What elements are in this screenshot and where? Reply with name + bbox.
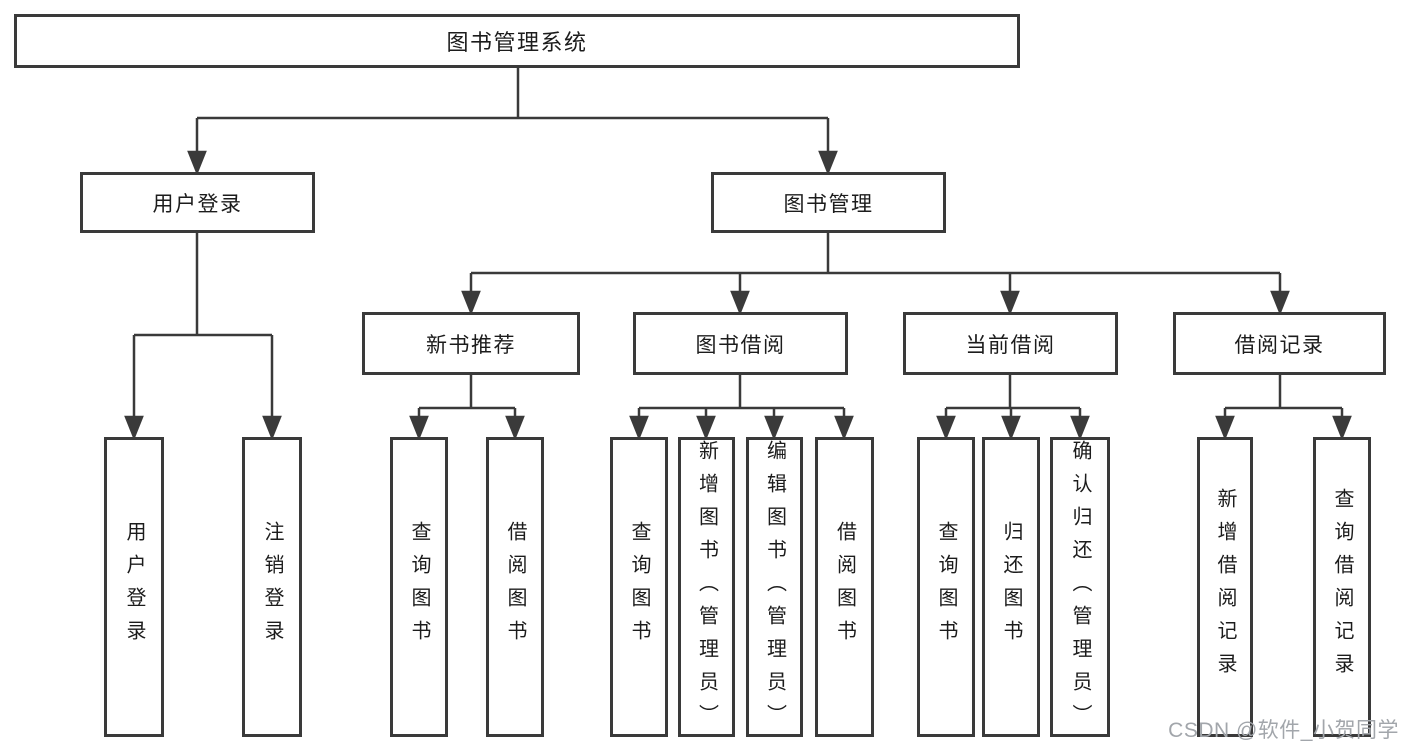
leaf-borrow-book: 借阅图书 [815,437,874,737]
node-current-borrow: 当前借阅 [903,312,1118,375]
node-label: 图书管理 [783,192,874,216]
leaf-recommend-query-book: 查询图书 [390,437,448,737]
node-label: 确认归还（管理员） [1069,440,1091,737]
node-label: 查询图书 [628,521,650,653]
node-label: 当前借阅 [965,333,1056,357]
leaf-confirm-return-admin: 确认归还（管理员） [1050,437,1110,737]
node-label: 注销登录 [261,521,283,653]
node-label: 图书管理系统 [446,30,588,55]
leaf-logout: 注销登录 [242,437,302,737]
watermark: CSDN @软件_小贺同学 [1168,719,1399,742]
node-book-borrow: 图书借阅 [633,312,848,375]
node-label: 新增借阅记录 [1214,488,1236,686]
node-label: 查询借阅记录 [1331,488,1353,686]
node-new-book-recommend: 新书推荐 [362,312,580,375]
node-label: 用户登录 [123,521,145,653]
node-label: 借阅图书 [833,521,856,653]
node-label: 新增图书（管理员） [695,440,718,737]
leaf-add-borrow-record: 新增借阅记录 [1197,437,1253,737]
node-label: 借阅记录 [1234,333,1325,357]
node-label: 编辑图书（管理员） [763,440,786,737]
node-book-management: 图书管理 [711,172,946,233]
node-user-login: 用户登录 [80,172,315,233]
node-label: 借阅图书 [504,521,526,653]
leaf-borrow-query-book: 查询图书 [610,437,668,737]
node-system-root: 图书管理系统 [14,14,1020,68]
node-label: 用户登录 [152,192,243,216]
leaf-add-book-admin: 新增图书（管理员） [678,437,735,737]
node-label: 图书借阅 [695,333,786,357]
leaf-current-query-book: 查询图书 [917,437,975,737]
leaf-query-borrow-record: 查询借阅记录 [1313,437,1371,737]
node-label: 归还图书 [1000,521,1022,653]
leaf-return-book: 归还图书 [982,437,1040,737]
leaf-edit-book-admin: 编辑图书（管理员） [746,437,803,737]
leaf-user-login: 用户登录 [104,437,164,737]
node-label: 查询图书 [935,521,957,653]
leaf-recommend-borrow-book: 借阅图书 [486,437,544,737]
node-label: 查询图书 [408,521,430,653]
node-borrow-records: 借阅记录 [1173,312,1386,375]
node-label: 新书推荐 [426,333,516,357]
